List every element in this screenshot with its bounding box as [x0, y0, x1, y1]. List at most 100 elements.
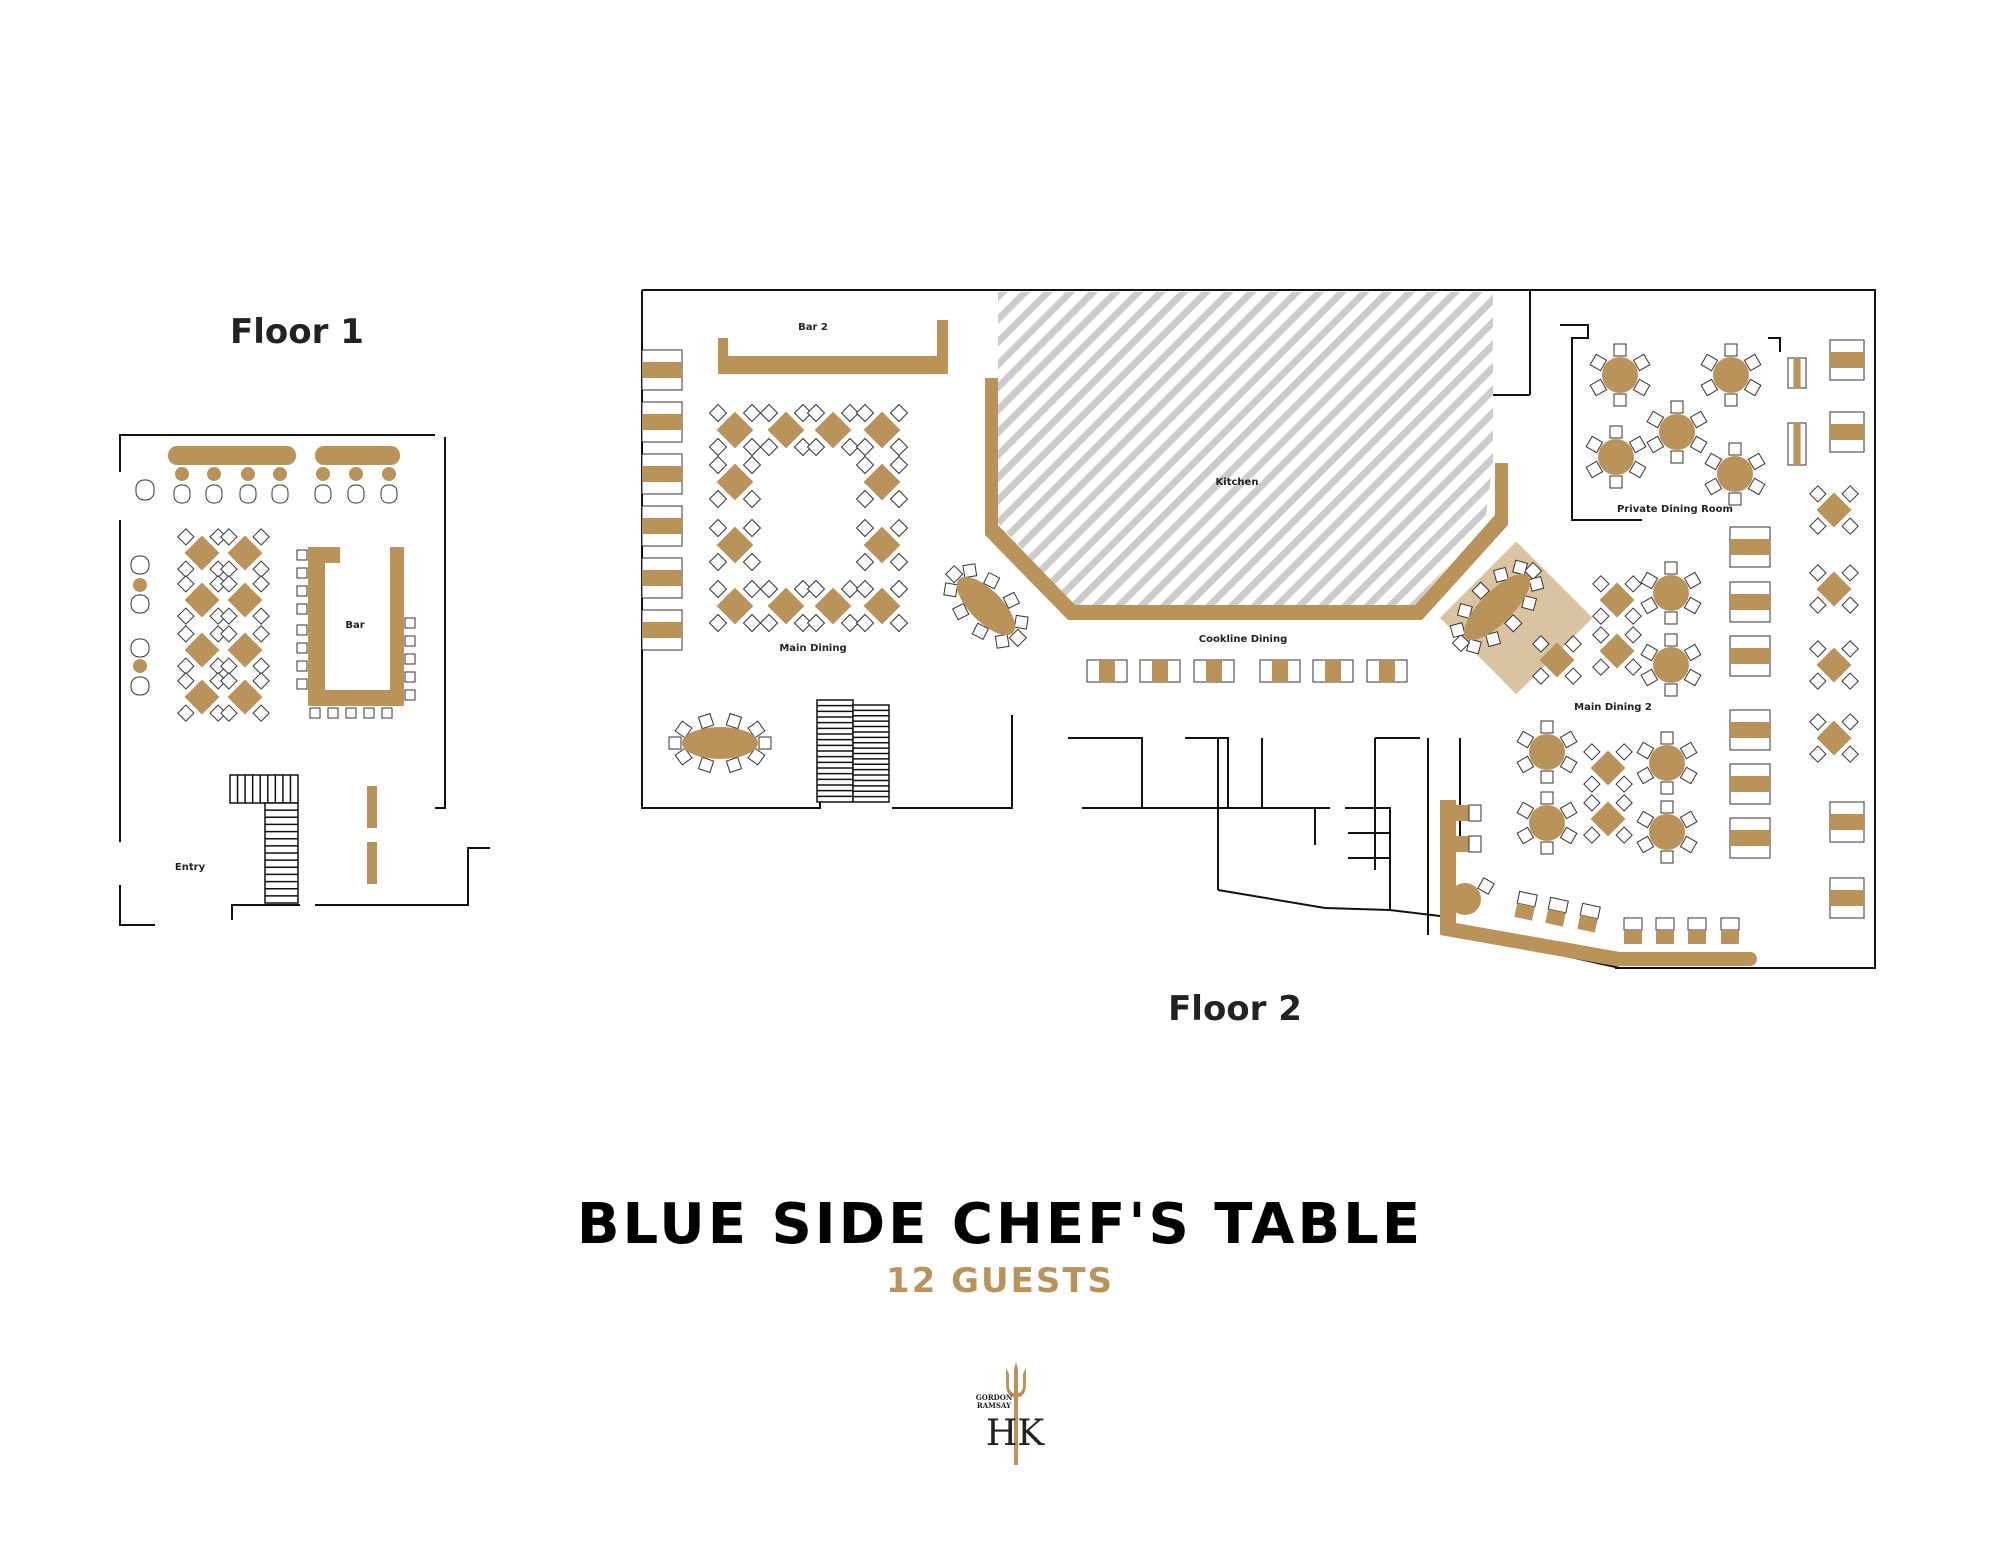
label-kitchen: Kitchen — [1216, 477, 1259, 488]
chair — [209, 575, 227, 593]
bar-stool — [381, 707, 393, 719]
bar-stool — [296, 624, 308, 636]
chair — [1660, 850, 1674, 864]
chair — [209, 657, 227, 675]
chair — [1809, 640, 1827, 658]
chair — [742, 579, 762, 599]
square-table — [220, 672, 270, 722]
table-top — [184, 582, 220, 618]
table-top — [863, 587, 901, 625]
floor-2-stairs[interactable] — [816, 699, 890, 803]
chair — [1683, 596, 1702, 615]
table-top — [1539, 642, 1575, 678]
chair — [220, 625, 238, 643]
chair — [994, 633, 1010, 649]
table-top — [716, 587, 754, 625]
chair — [1747, 452, 1766, 471]
table-top — [642, 570, 682, 586]
chair — [1516, 826, 1535, 845]
round-table — [1636, 800, 1698, 864]
stool — [205, 484, 223, 504]
bar-stool — [327, 707, 339, 719]
chair — [1628, 435, 1647, 454]
chair — [1683, 571, 1702, 590]
chair — [1613, 343, 1627, 357]
table-top — [863, 526, 901, 564]
chair — [855, 455, 875, 475]
stool — [347, 484, 365, 504]
chair — [1689, 435, 1708, 454]
table-top — [1590, 801, 1626, 837]
chair — [177, 560, 195, 578]
chair — [1615, 826, 1633, 844]
booth-seat — [1688, 930, 1706, 944]
chair — [806, 579, 826, 599]
svg-text:HK: HK — [986, 1413, 1045, 1454]
square-table — [855, 518, 909, 572]
table-top — [642, 466, 682, 482]
square-table — [1809, 640, 1859, 690]
table-top — [1602, 357, 1638, 393]
two-top-table — [641, 609, 683, 651]
chair — [1615, 743, 1633, 761]
square-table — [220, 528, 270, 578]
table-top — [642, 518, 682, 534]
table-top — [1730, 722, 1770, 738]
bar-2-counter — [718, 320, 948, 374]
booth-seat — [1545, 909, 1566, 927]
chair — [1589, 353, 1608, 372]
stool-seat — [349, 467, 363, 481]
blue-side-chefs-table[interactable] — [1436, 546, 1558, 668]
bar-stool — [345, 707, 357, 719]
side-table — [133, 659, 147, 673]
square-table — [855, 579, 909, 633]
square-table — [177, 575, 227, 625]
chair — [252, 528, 270, 546]
square-table — [708, 403, 762, 457]
chair — [1540, 770, 1554, 784]
table-top — [767, 411, 805, 449]
chair — [1592, 626, 1610, 644]
table-top — [642, 414, 682, 430]
table-top — [956, 576, 1016, 636]
chair — [1512, 559, 1529, 576]
chair — [674, 720, 693, 739]
chair — [1724, 343, 1738, 357]
stool — [130, 638, 150, 658]
chair — [1743, 378, 1762, 397]
chair — [1632, 378, 1651, 397]
chair — [1636, 810, 1655, 829]
floor-1-tables — [177, 528, 270, 722]
chair — [1747, 477, 1766, 496]
chair — [1583, 826, 1601, 844]
chair — [1540, 841, 1554, 855]
chair — [1689, 410, 1708, 429]
chair — [1504, 614, 1523, 633]
oval-table — [943, 563, 1029, 649]
two-top-table — [1139, 659, 1181, 683]
two-top-table — [641, 505, 683, 547]
chair — [1809, 713, 1827, 731]
square-table — [177, 528, 227, 578]
chair — [951, 602, 970, 621]
table-top — [1659, 414, 1695, 450]
floor-1-stairs[interactable] — [229, 774, 299, 904]
chair — [889, 455, 909, 475]
booth-seat — [1449, 836, 1469, 852]
chair — [252, 625, 270, 643]
chair — [1700, 378, 1719, 397]
chair — [793, 613, 813, 633]
chair — [840, 613, 860, 633]
table-top — [227, 632, 263, 668]
chair — [1592, 575, 1610, 593]
chair — [971, 622, 990, 641]
chair — [209, 625, 227, 643]
bar-stool — [404, 635, 416, 647]
stool — [380, 484, 398, 504]
table-top — [863, 411, 901, 449]
chair — [855, 403, 875, 423]
two-top-table — [1312, 659, 1354, 683]
square-table — [708, 579, 762, 633]
chair — [209, 672, 227, 690]
